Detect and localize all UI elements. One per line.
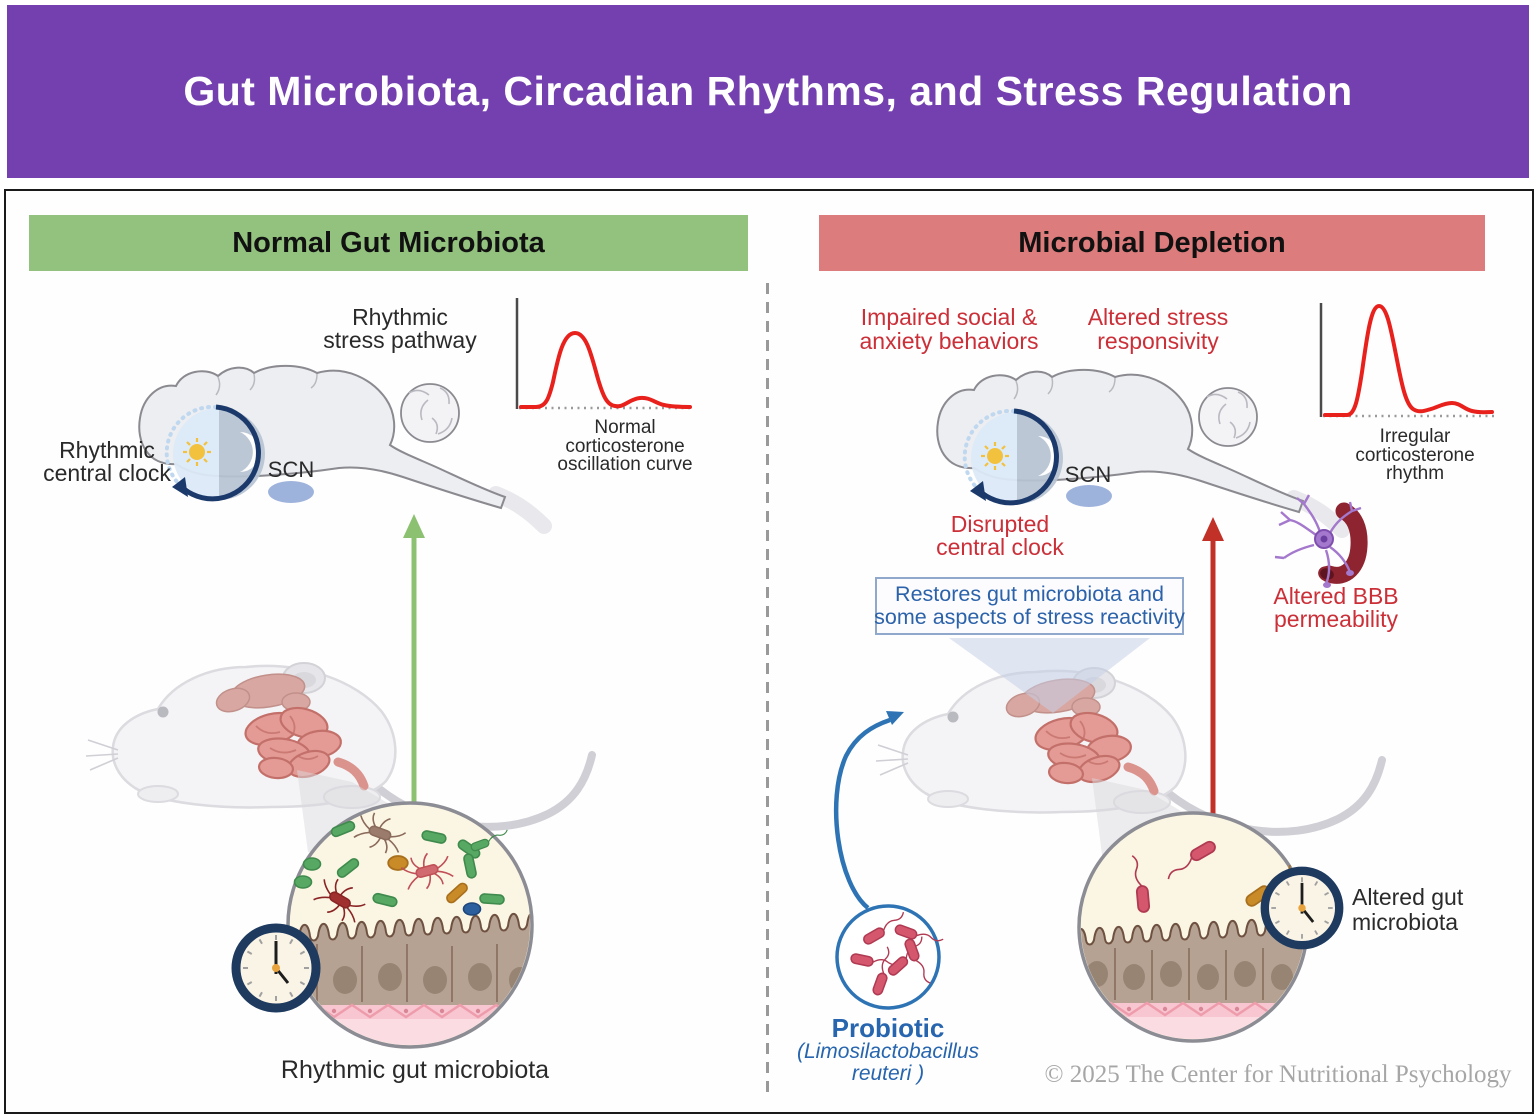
left-panel-title: Normal Gut Microbiota bbox=[232, 226, 545, 259]
red-arrow bbox=[1202, 517, 1224, 820]
left-wall-clock-icon bbox=[236, 928, 316, 1008]
left-corticosterone-chart bbox=[515, 298, 694, 410]
label-scn-right: SCN bbox=[1064, 462, 1112, 487]
label-impaired-social: Impaired social & anxiety behaviors bbox=[859, 304, 1039, 354]
right-brain bbox=[937, 370, 1342, 530]
probiotic-title: Probiotic bbox=[831, 1013, 945, 1043]
left-brain bbox=[139, 366, 544, 526]
label-irregular-corticosterone: Irregular corticosterone rhythm bbox=[1355, 426, 1475, 484]
neuron-icon bbox=[1274, 494, 1362, 585]
label-altered-bbb: Altered BBB permeability bbox=[1273, 583, 1399, 632]
right-panel-header: Microbial Depletion bbox=[819, 215, 1485, 271]
restores-note-box: Restores gut microbiota and some aspects… bbox=[874, 577, 1185, 635]
label-altered-stress: Altered stress responsivity bbox=[1087, 304, 1229, 354]
label-rhythmic-gut-microbiota: Rhythmic gut microbiota bbox=[280, 1056, 550, 1084]
label-disrupted-central-clock: Disrupted central clock bbox=[936, 511, 1064, 560]
label-altered-gut-microbiota: Altered gut microbiota bbox=[1352, 884, 1464, 935]
restore-funnel bbox=[949, 638, 1150, 713]
label-normal-corticosterone: Normal corticosterone oscillation curve bbox=[557, 417, 693, 475]
left-gut-circle bbox=[286, 801, 534, 1049]
bbb-illustration bbox=[1274, 494, 1368, 588]
right-wall-clock-icon bbox=[1265, 871, 1339, 945]
label-probiotic: Probiotic (Limosilactobacillus reuteri ) bbox=[796, 1013, 980, 1085]
right-corticosterone-chart bbox=[1319, 303, 1496, 418]
label-rhythmic-central-clock: Rhythmic central clock bbox=[43, 437, 171, 486]
label-scn-left: SCN bbox=[267, 457, 315, 482]
blood-vessel-icon bbox=[1320, 502, 1368, 584]
green-arrow bbox=[403, 514, 425, 802]
copyright-credit: © 2025 The Center for Nutritional Psycho… bbox=[1044, 1061, 1512, 1088]
probiotic-circle bbox=[835, 904, 944, 1010]
page-title: Gut Microbiota, Circadian Rhythms, and S… bbox=[183, 68, 1353, 114]
blue-arrow bbox=[833, 711, 904, 910]
panel-divider bbox=[766, 283, 769, 1095]
title-banner: Gut Microbiota, Circadian Rhythms, and S… bbox=[7, 5, 1529, 178]
left-panel-header: Normal Gut Microbiota bbox=[29, 215, 748, 271]
right-panel-title: Microbial Depletion bbox=[1018, 226, 1286, 259]
label-rhythmic-stress-pathway: Rhythmic stress pathway bbox=[323, 304, 477, 353]
